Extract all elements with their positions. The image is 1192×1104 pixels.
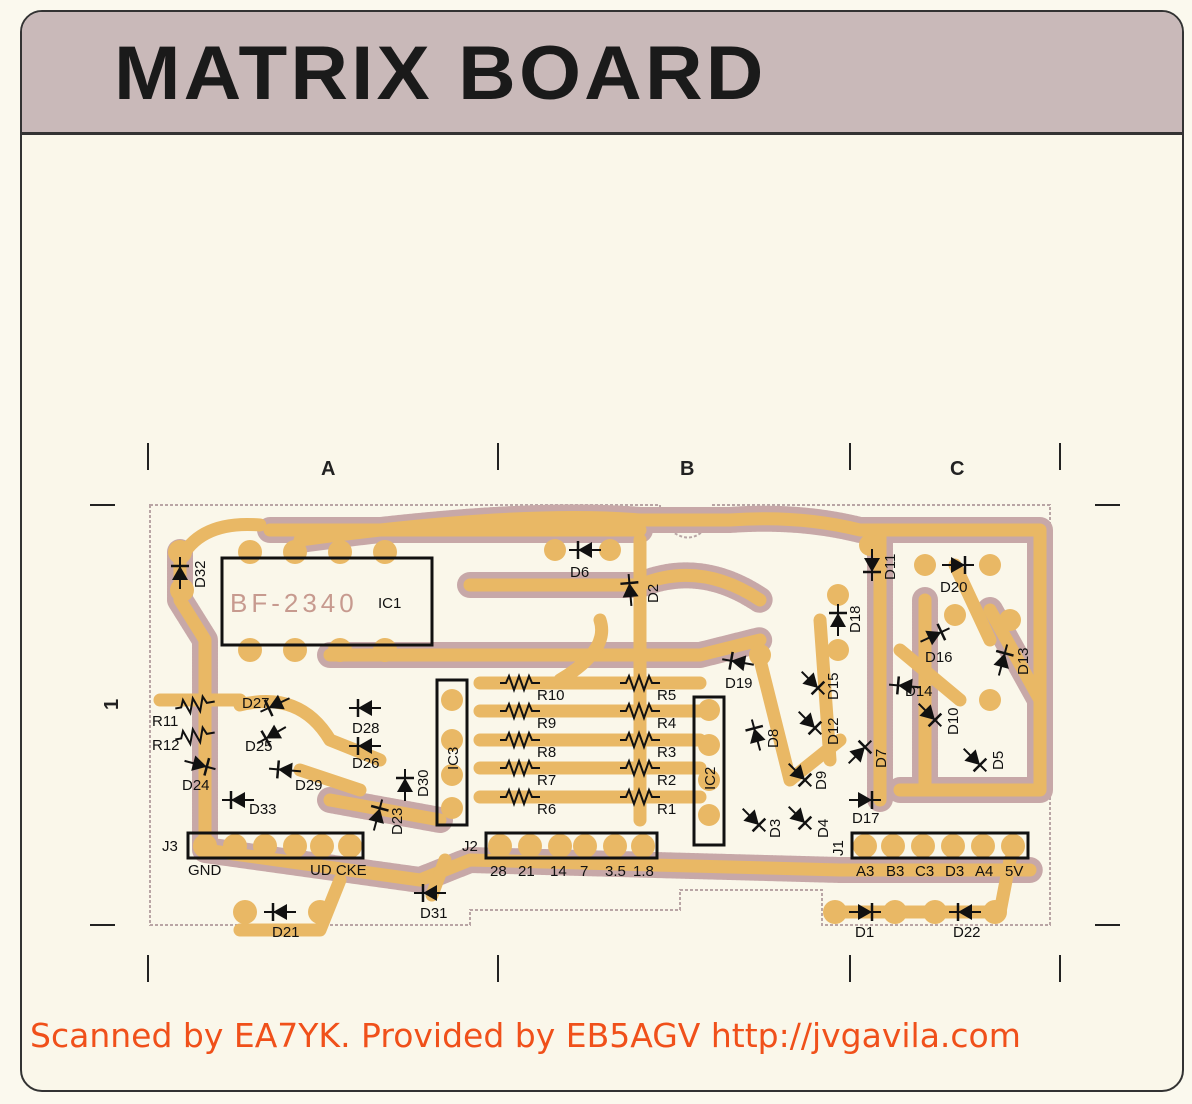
- diode-d14: D14: [905, 683, 933, 700]
- j1-pin-label: 5V: [1005, 863, 1023, 880]
- resistor-r5: R5: [657, 687, 676, 704]
- diode-d15: D15: [825, 672, 842, 700]
- resistor-r12: R12: [152, 737, 180, 754]
- j1-pin-label: A3: [856, 863, 874, 880]
- grid-col-c: C: [950, 458, 964, 480]
- resistor-r3: R3: [657, 744, 676, 761]
- resistor-r4: R4: [657, 715, 676, 732]
- grid-col-a: A: [321, 458, 335, 480]
- j2-pin-label: 21: [518, 863, 535, 880]
- diode-d16: D16: [925, 649, 953, 666]
- diode-d6: D6: [570, 564, 589, 581]
- grid-row-1: 1: [101, 699, 123, 710]
- diode-d8: D8: [765, 729, 782, 748]
- diode-d31: D31: [420, 905, 448, 922]
- diode-d28: D28: [352, 720, 380, 737]
- j1-pin-label: B3: [886, 863, 904, 880]
- resistors: R10 R9 R8 R7 R6 R5 R4 R3 R2 R1 R11 R12: [152, 675, 676, 818]
- diode-d1: D1: [855, 924, 874, 941]
- scan-credit: Scanned by EA7YK. Provided by EB5AGV htt…: [30, 1016, 1021, 1055]
- j1-pin-label: A4: [975, 863, 993, 880]
- j2-pin-label: 3.5: [605, 863, 626, 880]
- diode-d10: D10: [945, 707, 962, 735]
- diode-d5: D5: [990, 751, 1007, 770]
- connector-j2: J2 28 21 14 7 3.5 1.8: [462, 831, 659, 880]
- connector-j3: J3 GND UD CKE: [162, 831, 367, 879]
- j2-pin-label: 1.8: [633, 863, 654, 880]
- diode-d18: D18: [847, 605, 864, 633]
- ic3: IC3: [435, 678, 469, 827]
- resistor-r6: R6: [537, 801, 556, 818]
- diode-d22: D22: [953, 924, 981, 941]
- ic3-label: IC3: [445, 747, 462, 770]
- j3-pin-gnd: GND: [188, 862, 222, 879]
- j2-pin-label: 28: [490, 863, 507, 880]
- diode-d4: D4: [815, 819, 832, 838]
- j3-pin-ud-cke: UD CKE: [310, 862, 367, 879]
- diode-d3: D3: [767, 819, 784, 838]
- diode-d12: D12: [825, 717, 842, 745]
- resistor-r11: R11: [152, 713, 178, 730]
- diode-d21: D21: [272, 924, 300, 941]
- diode-d25: D25: [245, 738, 273, 755]
- resistor-r10: R10: [537, 687, 565, 704]
- j1-label: J1: [830, 840, 847, 856]
- j1-pin-label: C3: [915, 863, 934, 880]
- diagram-frame: MATRIX BOARD: [20, 10, 1184, 1092]
- diode-d20: D20: [940, 579, 968, 596]
- ic1: BF-2340 IC1: [220, 556, 434, 647]
- j3-label: J3: [162, 838, 178, 855]
- j2-label: J2: [462, 838, 478, 855]
- diode-d32: D32: [192, 560, 209, 588]
- copper-traces: [153, 504, 1053, 937]
- diode-d23: D23: [389, 807, 406, 835]
- diode-d2: D2: [645, 584, 662, 603]
- diode-d7: D7: [873, 749, 890, 768]
- diode-d19: D19: [725, 675, 753, 692]
- resistor-r7: R7: [537, 772, 556, 789]
- diode-d30: D30: [415, 769, 432, 797]
- j2-pin-label: 7: [580, 863, 588, 880]
- resistor-r9: R9: [537, 715, 556, 732]
- diode-d27: D27: [242, 695, 270, 712]
- connector-j1: J1 A3 B3 C3 D3 A4 5V: [830, 831, 1030, 880]
- grid-col-b: B: [680, 458, 694, 480]
- diode-d26: D26: [352, 755, 380, 772]
- ic2: IC2: [692, 695, 726, 847]
- ic2-label: IC2: [702, 767, 719, 790]
- ic1-label: IC1: [378, 595, 401, 612]
- diodes: D32 D6 D2 D27 D25 D24 D29 D33 D28 D26 D3…: [169, 539, 1032, 941]
- diode-d13: D13: [1015, 647, 1032, 675]
- j2-pin-label: 14: [550, 863, 567, 880]
- header-band: MATRIX BOARD: [22, 12, 1182, 135]
- resistor-r1: R1: [657, 801, 676, 818]
- diode-d29: D29: [295, 777, 323, 794]
- resistor-r2: R2: [657, 772, 676, 789]
- diode-d17: D17: [852, 810, 880, 827]
- diode-d9: D9: [813, 771, 830, 790]
- diode-d11: D11: [882, 554, 899, 580]
- page-title: MATRIX BOARD: [114, 31, 767, 116]
- ic1-part-number: BF-2340: [230, 588, 358, 618]
- diode-d24: D24: [182, 777, 210, 794]
- diode-d33: D33: [249, 801, 277, 818]
- j1-pin-label: D3: [945, 863, 964, 880]
- grid-ticks: [90, 443, 1120, 982]
- resistor-r8: R8: [537, 744, 556, 761]
